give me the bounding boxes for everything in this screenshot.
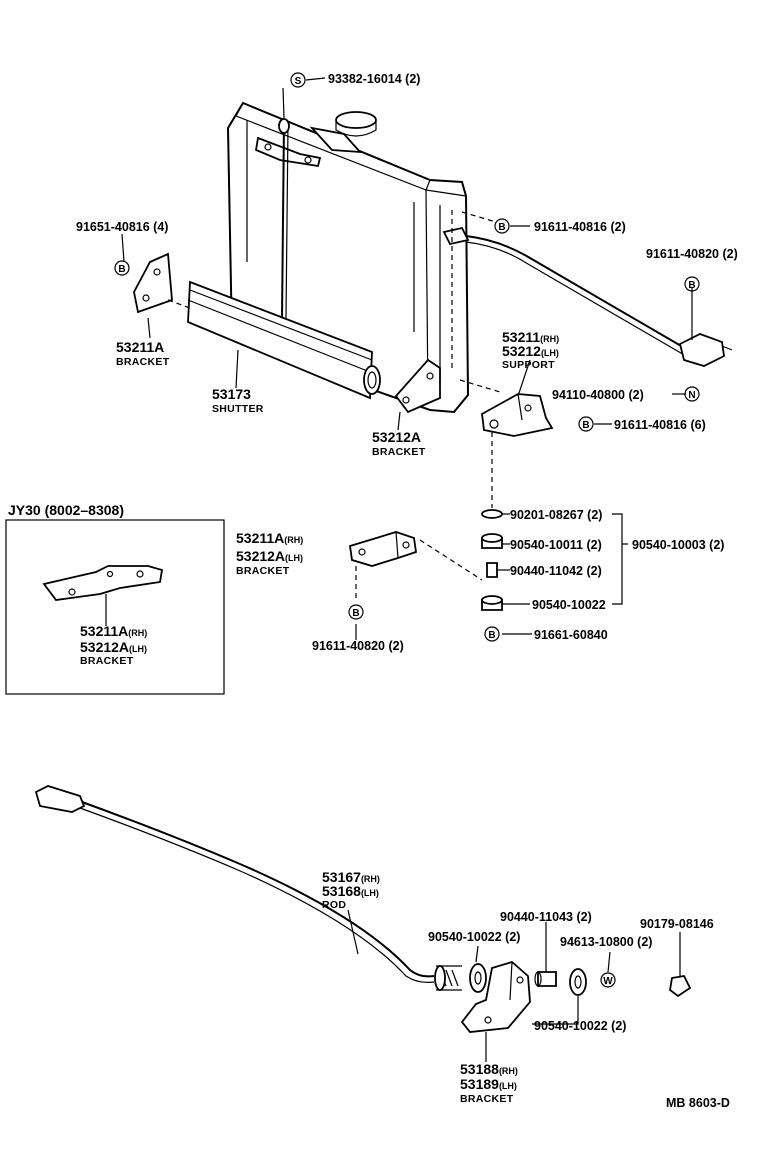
symbol-circles: S B B B N B B B W	[114, 72, 700, 988]
support-rh-line: 53211(RH)	[502, 329, 559, 345]
rod-lh-line: 53168(LH)	[322, 883, 379, 899]
left-bracket-53211a	[133, 252, 191, 314]
inset-rh-line: 53211A(RH)	[80, 623, 147, 639]
bolt-symbol-mid: B	[348, 604, 364, 620]
bracket-right-name: BRACKET	[372, 446, 426, 458]
svg-text:W: W	[603, 976, 613, 987]
footer-code: MB 8603-D	[666, 1096, 730, 1110]
callout-91611-40816-top: 91611-40816 (2)	[534, 220, 626, 234]
callout-90440-11043: 90440-11043 (2)	[500, 910, 592, 924]
washer-symbol-lower: W	[600, 972, 616, 988]
inset-jy30	[5, 519, 225, 695]
shutter-cable	[278, 87, 290, 319]
leader-lines	[121, 77, 693, 1025]
inset-lh-line: 53212A(LH)	[80, 639, 147, 655]
shutter-number: 53173	[212, 386, 251, 402]
shutter	[187, 280, 381, 400]
bolt-symbol-support: B	[578, 416, 594, 432]
part-names: 53211A BRACKET 53173 SHUTTER 53212A BRAC…	[8, 329, 730, 1110]
callout-90540-10022-left: 90540-10022 (2)	[428, 930, 520, 944]
mid-bracket-name: BRACKET	[236, 565, 290, 577]
bracket-right-number: 53212A	[372, 429, 421, 445]
callout-90540-10022-right: 90540-10022 (2)	[534, 1019, 626, 1033]
svg-text:B: B	[488, 630, 495, 641]
callout-91651-40816: 91651-40816 (4)	[76, 220, 168, 234]
callout-90540-10022: 90540-10022	[532, 598, 606, 612]
inset-name: BRACKET	[80, 655, 134, 667]
shutter-name: SHUTTER	[212, 403, 264, 415]
svg-text:N: N	[688, 390, 695, 401]
bracket-53211a-53212a-mid	[348, 531, 483, 600]
callout-90540-10011: 90540-10011 (2)	[510, 538, 602, 552]
lower-bracket-lh-line: 53189(LH)	[460, 1076, 517, 1092]
bolt-symbol-rod-end: B	[684, 276, 700, 292]
svg-text:B: B	[118, 264, 125, 275]
right-bracket-53212a	[394, 358, 441, 414]
bracket-left-number: 53211A	[116, 339, 164, 355]
cushion-stack	[481, 509, 628, 611]
callout-94110-40800: 94110-40800 (2)	[552, 388, 644, 402]
callout-labels: 93382-16014 (2) 91651-40816 (4) 91611-40…	[76, 72, 738, 1033]
bolt-symbol-right-top: B	[494, 218, 510, 234]
callout-90201-08267: 90201-08267 (2)	[510, 508, 602, 522]
lower-bracket-rh-line: 53188(RH)	[460, 1061, 518, 1077]
svg-text:B: B	[688, 280, 695, 291]
callout-90440-11042: 90440-11042 (2)	[510, 564, 602, 578]
callout-90179-08146: 90179-08146	[640, 917, 714, 931]
lower-bracket-name: BRACKET	[460, 1093, 514, 1105]
callout-90540-10003: 90540-10003 (2)	[632, 538, 724, 552]
rod-rh-line: 53167(RH)	[322, 869, 380, 885]
nut-symbol-rod-end: N	[684, 386, 700, 402]
inset-title: JY30 (8002–8308)	[8, 502, 124, 518]
support-lh-line: 53212(LH)	[502, 343, 559, 359]
callout-91611-40820-mid: 91611-40820 (2)	[312, 639, 404, 653]
screw-symbol-top: S	[290, 72, 306, 88]
lower-hardware	[534, 968, 692, 998]
callout-93382-16014: 93382-16014 (2)	[328, 72, 420, 86]
bolt-symbol-91661: B	[484, 626, 500, 642]
lower-rod	[34, 785, 487, 993]
bolt-symbol-left: B	[114, 260, 130, 276]
mid-bracket-lh-line: 53212A(LH)	[236, 548, 303, 564]
callout-94613-10800: 94613-10800 (2)	[560, 935, 652, 949]
callout-91611-40820-rod: 91611-40820 (2)	[646, 247, 738, 261]
svg-text:S: S	[295, 76, 302, 87]
support-name: SUPPORT	[502, 359, 555, 371]
svg-text:B: B	[498, 222, 505, 233]
svg-text:B: B	[352, 608, 359, 619]
mid-bracket-rh-line: 53211A(RH)	[236, 530, 303, 546]
lower-bracket-53188-53189	[460, 960, 531, 1062]
callout-91661-60840: 91661-60840	[534, 628, 608, 642]
callout-91611-40816-support: 91611-40816 (6)	[614, 418, 706, 432]
rod-name: ROD	[322, 899, 346, 911]
support-53211-53212	[481, 393, 554, 508]
svg-text:B: B	[582, 420, 589, 431]
upper-rod	[442, 210, 733, 393]
bracket-left-name: BRACKET	[116, 356, 170, 368]
